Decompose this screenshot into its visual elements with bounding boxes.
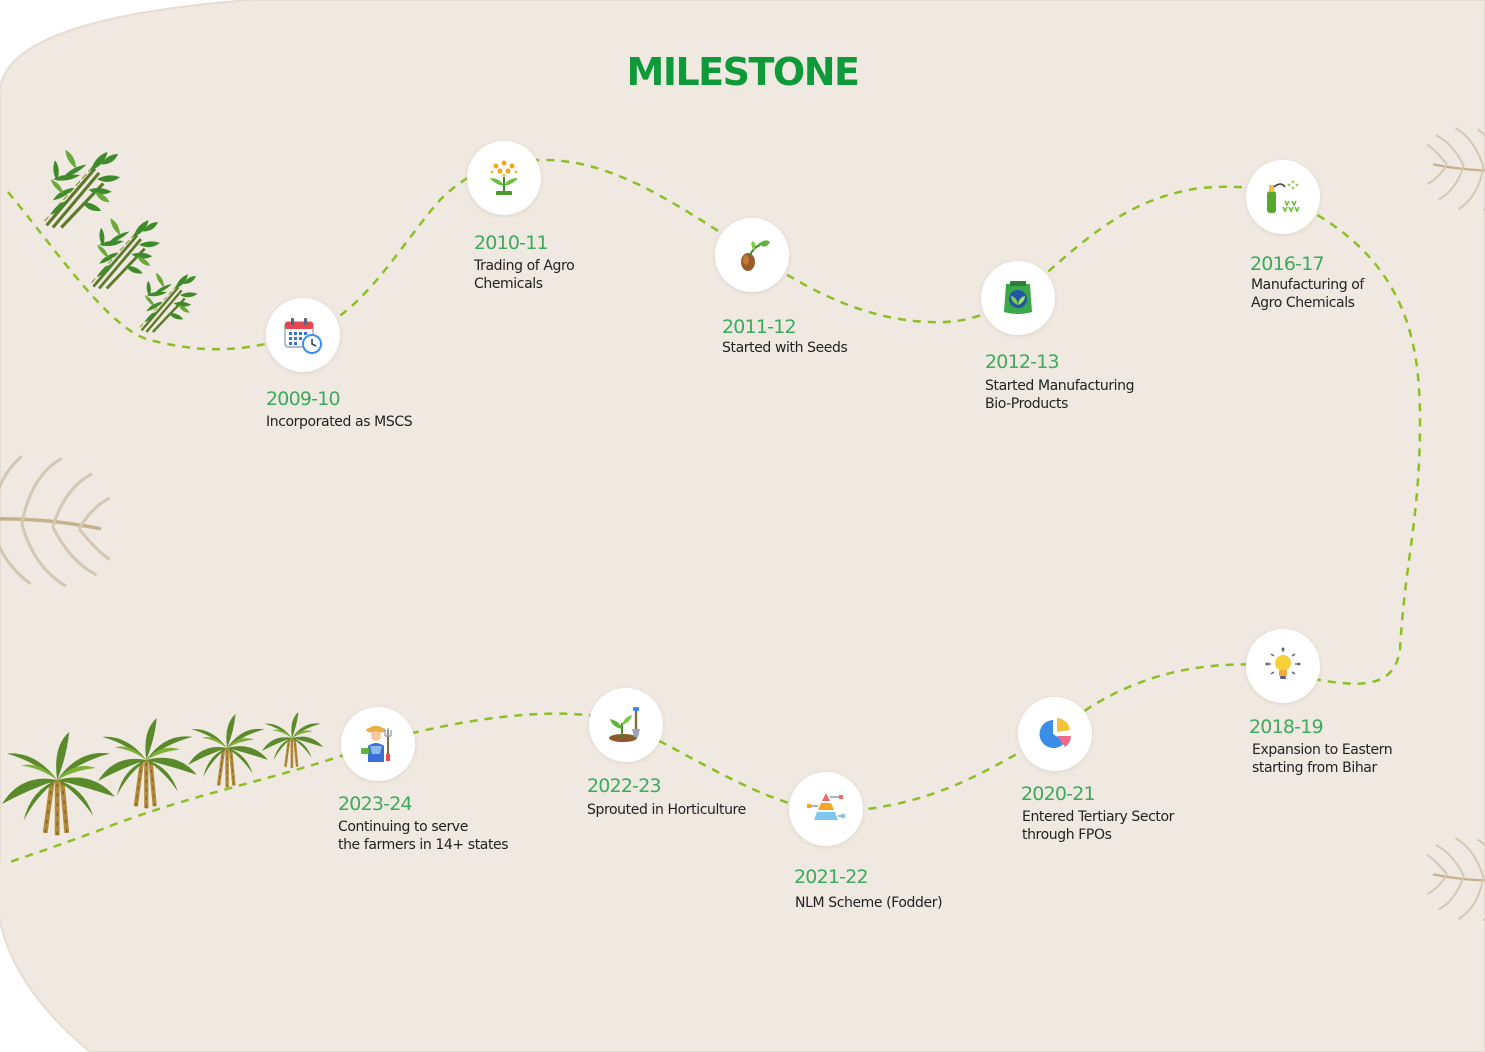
milestone-year-2010-11: 2010-11 bbox=[474, 232, 549, 254]
milestone-node-2016-17 bbox=[1246, 160, 1320, 234]
milestone-year-2023-24: 2023-24 bbox=[338, 793, 413, 815]
milestone-node-2011-12 bbox=[715, 218, 789, 292]
milestone-year-2020-21: 2020-21 bbox=[1021, 783, 1096, 805]
milestone-year-2012-13: 2012-13 bbox=[985, 351, 1060, 373]
plant-shovel-icon bbox=[609, 707, 640, 742]
milestone-node-2022-23 bbox=[589, 688, 663, 762]
milestone-node-2010-11 bbox=[467, 141, 541, 215]
milestone-description-2018-19: Expansion to Eastern starting from Bihar bbox=[1252, 742, 1393, 776]
calendar-clock-icon bbox=[284, 318, 322, 354]
milestone-description-2009-10: Incorporated as MSCS bbox=[266, 414, 413, 430]
milestone-description-2022-23: Sprouted in Horticulture bbox=[587, 802, 746, 818]
farmer-icon bbox=[361, 726, 392, 762]
milestone-year-2016-17: 2016-17 bbox=[1250, 253, 1325, 275]
sprouting-seed-icon bbox=[741, 240, 770, 271]
pie-chart-icon bbox=[1039, 718, 1071, 748]
milestone-node-2023-24 bbox=[341, 707, 415, 781]
milestone-description-2020-21: Entered Tertiary Sector through FPOs bbox=[1022, 809, 1175, 843]
milestone-description-2010-11: Trading of Agro Chemicals bbox=[474, 258, 575, 292]
milestone-description-2021-22: NLM Scheme (Fodder) bbox=[795, 895, 943, 911]
milestone-year-2021-22: 2021-22 bbox=[794, 866, 869, 888]
page-title: MILESTONE bbox=[626, 50, 860, 94]
milestone-year-2018-19: 2018-19 bbox=[1249, 716, 1324, 738]
milestone-description-2023-24: Continuing to serve the farmers in 14+ s… bbox=[338, 819, 509, 853]
milestone-node-2012-13 bbox=[981, 261, 1055, 335]
milestone-year-2009-10: 2009-10 bbox=[266, 388, 341, 410]
milestone-node-2020-21 bbox=[1018, 697, 1092, 771]
lightbulb-icon bbox=[1265, 647, 1301, 679]
milestone-node-2009-10 bbox=[266, 298, 340, 372]
milestone-node-2021-22 bbox=[789, 772, 863, 846]
sprayer-icon bbox=[1267, 180, 1300, 213]
milestone-description-2012-13: Started Manufacturing Bio-Products bbox=[985, 378, 1135, 412]
milestone-description-2016-17: Manufacturing of Agro Chemicals bbox=[1251, 277, 1364, 311]
milestone-description-2011-12: Started with Seeds bbox=[722, 340, 848, 356]
pyramid-diagram-icon bbox=[807, 793, 845, 820]
milestone-node-2018-19 bbox=[1246, 629, 1320, 703]
milestone-year-2022-23: 2022-23 bbox=[587, 775, 662, 797]
flowering-plant-icon bbox=[490, 160, 518, 195]
milestone-year-2011-12: 2011-12 bbox=[722, 316, 797, 338]
bio-product-bag-icon bbox=[1004, 281, 1032, 314]
